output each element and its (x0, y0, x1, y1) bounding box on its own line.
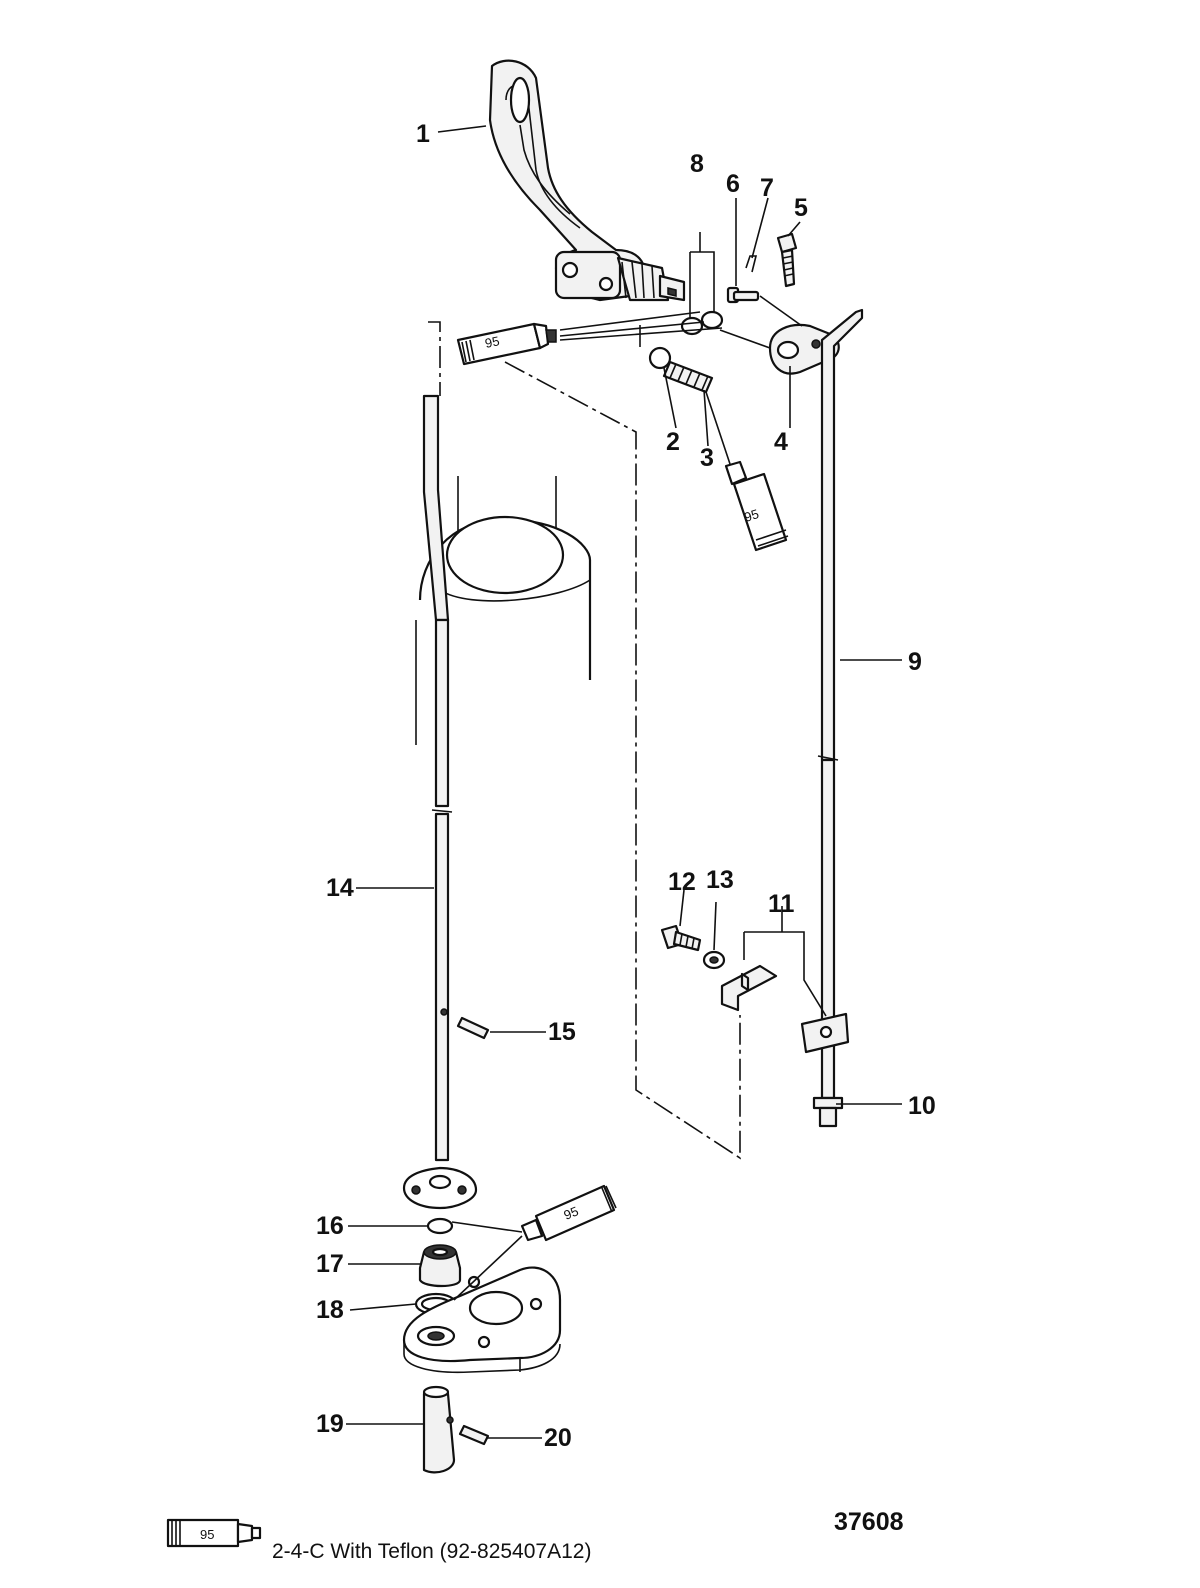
part-10-rod-end (812, 1096, 844, 1128)
lubricant-tube-middle: 95 (705, 391, 789, 552)
callout-numbers: 1 2 3 4 5 6 7 8 9 10 11 12 13 14 15 16 1… (316, 120, 936, 1452)
callout-17: 17 (316, 1250, 344, 1278)
figure-id: 37608 (834, 1508, 904, 1536)
callout-14: 14 (326, 874, 354, 902)
callout-6: 6 (726, 170, 740, 198)
callout-15: 15 (548, 1018, 576, 1046)
part-11-connector-clip (720, 931, 850, 1054)
part-2-ball (648, 346, 672, 370)
callout-4: 4 (774, 428, 788, 456)
callout-16: 16 (316, 1212, 344, 1240)
callout-5: 5 (794, 194, 808, 222)
lubricant-legend: 95 (166, 1518, 262, 1548)
part-17-bushing (418, 1244, 462, 1288)
lubricant-tube-upper: 95 (456, 322, 557, 366)
part-3-spring (662, 360, 714, 394)
driveshaft-housing-outline (415, 476, 592, 745)
callout-9: 9 (908, 648, 922, 676)
part-13-washer (702, 950, 726, 970)
legend-text: 2-4-C With Teflon (92-825407A12) (272, 1540, 592, 1563)
part-20-roll-pin (446, 1416, 490, 1446)
callout-11: 11 (768, 890, 795, 918)
callout-1: 1 (416, 120, 430, 148)
part-12-bolt (660, 924, 702, 952)
callout-18: 18 (316, 1296, 344, 1324)
callout-13: 13 (706, 866, 734, 894)
callout-3: 3 (700, 444, 714, 472)
part-19-lower-shaft (422, 1385, 456, 1474)
callout-10: 10 (908, 1092, 936, 1120)
callout-12: 12 (668, 868, 696, 896)
callout-2: 2 (666, 428, 680, 456)
lubricant-tube-label: 95 (742, 506, 760, 525)
part-15-roll-pin (440, 1008, 490, 1040)
lubricant-tube-lower: 95 (451, 1184, 617, 1301)
bearing-housing (402, 1266, 562, 1374)
part-9-shift-rod (817, 308, 864, 1100)
callout-8: 8 (690, 150, 704, 178)
legend-tube-icon: 95 (166, 1518, 262, 1548)
shaft-flange-plate (402, 1166, 478, 1210)
lubricant-tube-label: 95 (562, 1203, 581, 1222)
callout-19: 19 (316, 1410, 344, 1438)
callout-7: 7 (760, 174, 774, 202)
part-7-cotter-pin (745, 255, 758, 273)
part-14-shift-shaft (422, 394, 453, 1162)
part-6-pin (726, 286, 760, 304)
part-1-shift-handle (488, 59, 686, 302)
part-16-seal (426, 1217, 454, 1235)
callout-leaders (346, 125, 902, 1439)
part-8-washers (680, 251, 724, 336)
component-alignment-lines (559, 295, 803, 349)
part-5-screw (776, 232, 798, 288)
legend-tube-label: 95 (200, 1527, 214, 1542)
callout-20: 20 (544, 1424, 572, 1452)
lubricant-tube-label: 95 (484, 333, 501, 351)
